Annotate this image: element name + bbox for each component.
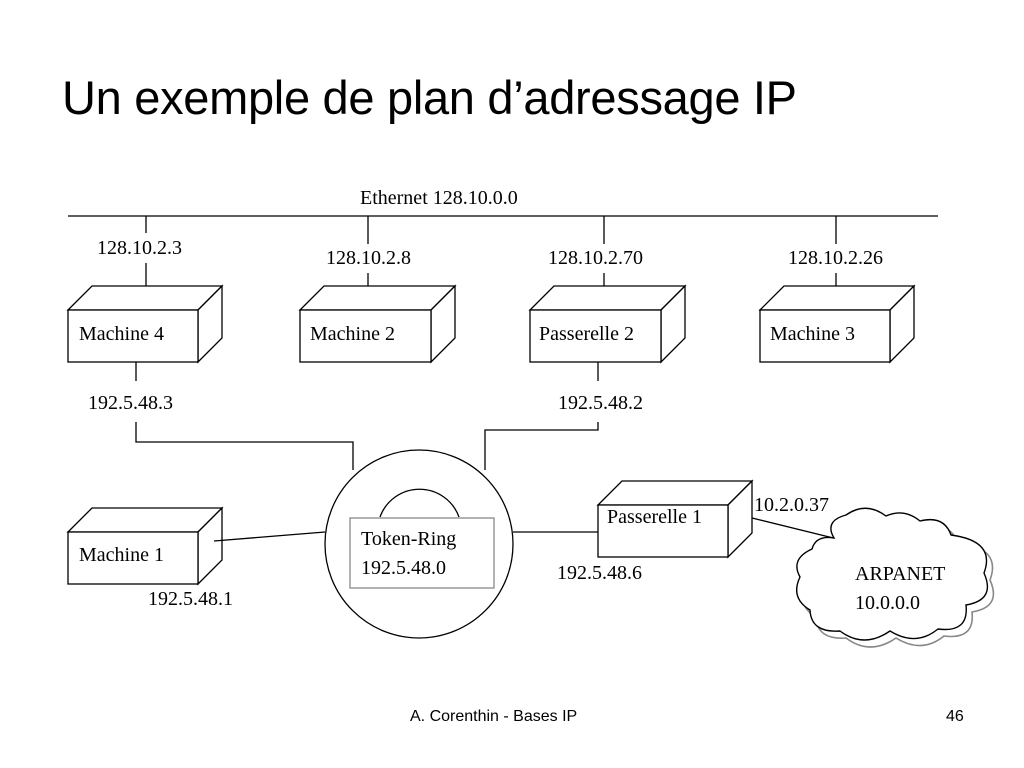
machine2-label: Machine 2 [310,323,395,345]
passerelle1-node: Passerelle 1 [596,479,754,559]
machine2-node: Machine 2 [298,284,457,364]
page-number: 46 [946,708,964,725]
machine1-ring-ip: 192.5.48.1 [148,588,233,610]
machine1-label: Machine 1 [79,544,164,566]
token-ring: Token-Ring 192.5.48.0 [324,449,514,639]
token-ring-arc [379,488,460,518]
passerelle1-arpanet-ip: 10.2.0.37 [754,494,829,516]
passerelle2-ring-link [484,422,599,470]
machine4-node: Machine 4 [66,284,224,364]
token-ring-network: 192.5.48.0 [361,557,446,579]
token-ring-label: Token-Ring [361,528,456,550]
machine1-node: Machine 1 [66,506,224,586]
arpanet-cloud: ARPANET 10.0.0.0 [796,507,995,648]
machine4-ring-ip: 192.5.48.3 [88,392,173,414]
passerelle1-label: Passerelle 1 [607,506,702,528]
machine4-label: Machine 4 [79,323,164,345]
passerelle2-ethernet-ip: 128.10.2.70 [548,247,643,269]
machine3-node: Machine 3 [758,284,916,364]
slide-title: Un exemple de plan d’adressage IP [62,71,797,124]
arpanet-network: 10.0.0.0 [855,592,920,614]
passerelle2-node: Passerelle 2 [528,284,687,364]
machine2-ethernet-ip: 128.10.2.8 [326,247,411,269]
machine4-ethernet-ip: 128.10.2.3 [97,237,182,259]
passerelle2-ring-ip: 192.5.48.2 [558,392,643,414]
footer-author: A. Corenthin - Bases IP [410,708,578,725]
machine4-ring-link [135,422,354,470]
machine3-label: Machine 3 [770,323,855,345]
passerelle2-label: Passerelle 2 [539,323,634,345]
machine3-ethernet-ip: 128.10.2.26 [788,247,883,269]
token-ring-label-box [349,517,495,589]
arpanet-label: ARPANET [855,563,945,585]
machine1-ring-link [213,531,326,542]
ethernet-label: Ethernet 128.10.0.0 [360,187,518,209]
passerelle1-ring-ip: 192.5.48.6 [557,562,642,584]
